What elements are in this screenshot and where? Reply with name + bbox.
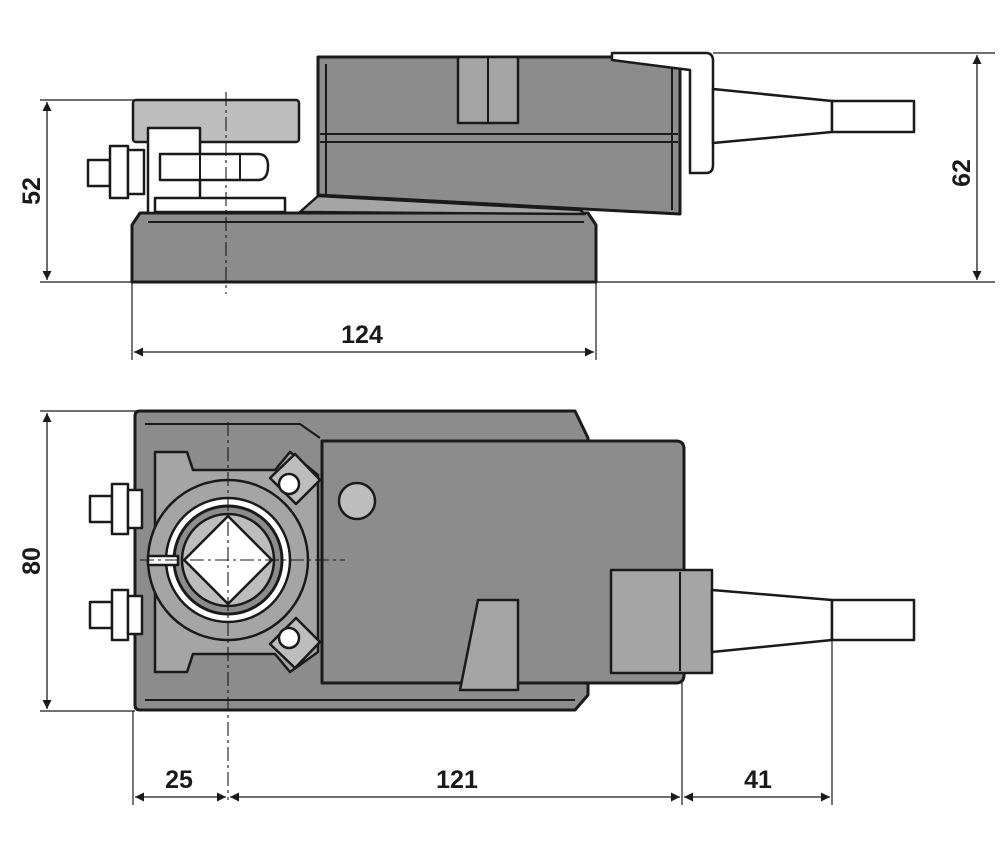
dim-label-41: 41 (744, 766, 772, 794)
top-bolt-lower (88, 588, 144, 642)
side-cable-clamp (610, 51, 715, 175)
dim-label-121: 121 (436, 766, 478, 794)
top-cable-clamp (609, 568, 714, 675)
dim-label-62: 62 (948, 159, 976, 187)
side-bolt-nut (108, 144, 130, 200)
dim-label-124: 124 (341, 321, 383, 349)
top-manual-lever (458, 598, 520, 692)
dim-label-25: 25 (165, 766, 193, 794)
side-bolt-head (86, 158, 112, 188)
side-view: 52 62 124 (18, 51, 995, 360)
side-cable (830, 99, 916, 134)
dim-label-52: 52 (18, 177, 46, 205)
top-bolt-upper (88, 482, 144, 536)
top-housing-screw (337, 481, 377, 521)
top-base-edge (145, 423, 321, 439)
side-clamp-slot (158, 152, 270, 182)
top-cable-gland (710, 588, 834, 654)
dim-label-80: 80 (18, 547, 46, 575)
top-cable (830, 598, 916, 642)
side-base-plate (130, 211, 598, 284)
top-housing (320, 439, 686, 685)
side-bolt-washer (126, 148, 146, 196)
top-view: 80 25 121 41 (18, 409, 916, 805)
side-cable-gland (711, 87, 834, 145)
side-feet (153, 196, 287, 214)
top-mount-tab-lower (268, 616, 322, 670)
top-mount-tab-upper (268, 452, 322, 506)
